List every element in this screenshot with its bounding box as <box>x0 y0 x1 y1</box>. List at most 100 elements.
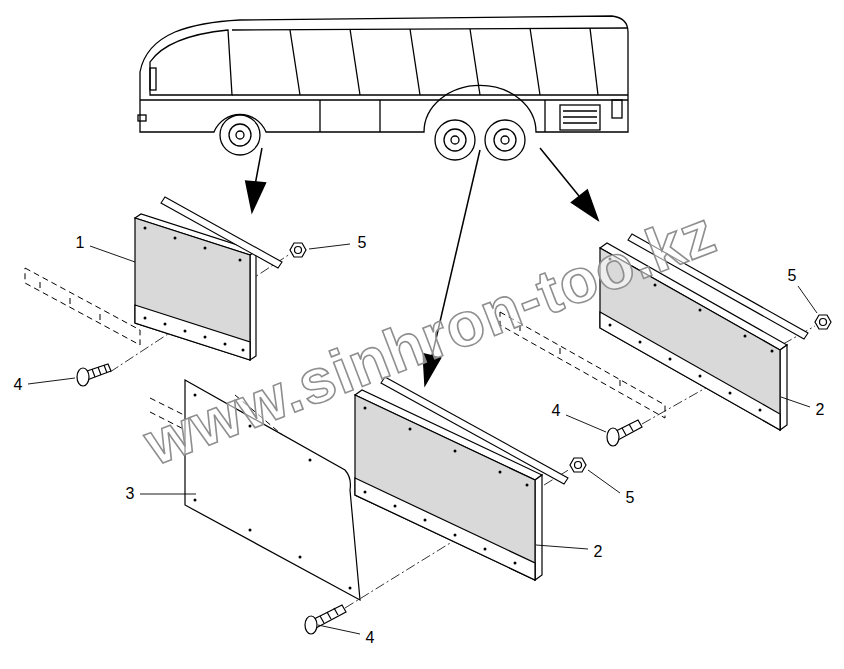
bus-outline <box>200 99 628 100</box>
bus-wheel <box>485 120 525 160</box>
mounting-hole <box>394 505 397 508</box>
bus-outline <box>350 29 360 95</box>
hex-nut <box>815 315 831 329</box>
bus-outline <box>290 30 300 95</box>
mounting-bracket <box>70 298 71 308</box>
mounting-hole <box>239 259 242 262</box>
bus-outline <box>140 99 200 100</box>
mounting-hole <box>174 237 177 240</box>
bus-outline <box>612 100 622 118</box>
mud-flap <box>355 478 535 580</box>
bus-outline <box>470 29 480 95</box>
bus-outline <box>379 100 380 132</box>
bolt <box>334 608 338 615</box>
bolt <box>77 368 89 386</box>
callout-number: 5 <box>786 267 799 285</box>
bolt <box>92 369 95 377</box>
mounting-hole <box>744 335 747 338</box>
bolt <box>607 428 619 446</box>
bus-wheel <box>451 136 459 144</box>
bus-outline <box>232 94 628 95</box>
leader-line <box>781 397 810 407</box>
leader-line <box>140 494 196 495</box>
mounting-bracket <box>25 268 140 345</box>
leader-line <box>318 625 360 634</box>
bus-outline <box>138 115 146 121</box>
mounting-hole <box>699 375 702 378</box>
mounting-hole <box>454 450 457 453</box>
mounting-hole <box>144 227 147 230</box>
mounting-hole <box>364 407 367 410</box>
callout-number: 5 <box>624 489 637 507</box>
mounting-bracket <box>40 282 41 292</box>
mud-flap <box>780 345 787 430</box>
clamp-strip <box>161 197 282 268</box>
callout-number: 2 <box>814 401 827 419</box>
mounting-hole <box>184 330 187 333</box>
mounting-bracket <box>560 348 561 358</box>
mounting-hole <box>514 562 517 565</box>
mounting-hole <box>349 587 352 590</box>
mud-flap <box>355 395 535 580</box>
mounting-hole <box>242 349 245 352</box>
mounting-hole <box>409 428 412 431</box>
bolt <box>104 365 107 373</box>
mounting-hole <box>164 323 167 326</box>
leader-line <box>309 244 350 249</box>
mounting-hole <box>424 519 427 522</box>
location-arrow <box>540 148 579 196</box>
leader-line <box>28 378 75 384</box>
hex-nut <box>570 458 586 472</box>
mounting-hole <box>194 499 197 502</box>
callout-number: 4 <box>12 376 25 394</box>
mud-flap <box>135 305 250 360</box>
bus-wheel <box>236 131 244 139</box>
mounting-hole <box>144 317 147 320</box>
location-arrow <box>572 190 599 220</box>
bus-wheel <box>501 136 509 144</box>
callout-number: 1 <box>74 234 87 252</box>
bus-outline <box>590 28 598 95</box>
bus-wheel <box>220 115 260 155</box>
mounting-hole <box>224 343 227 346</box>
mounting-hole <box>204 336 207 339</box>
callout-number: 3 <box>124 485 137 503</box>
hex-nut <box>575 462 582 469</box>
bolt <box>305 616 317 634</box>
mounting-hole <box>484 548 487 551</box>
bus-outline <box>150 68 156 90</box>
bus-outline <box>140 16 628 132</box>
hex-nut <box>295 247 302 254</box>
mud-flap <box>535 475 542 580</box>
leader-line <box>536 545 588 549</box>
callout-number: 4 <box>550 402 563 420</box>
bus-outline <box>410 29 420 95</box>
bus-wheel <box>444 129 466 151</box>
bolt <box>622 428 626 435</box>
mounting-hole <box>669 358 672 361</box>
bus-wheel <box>229 124 251 146</box>
mounting-hole <box>454 534 457 537</box>
bus-outline <box>232 28 628 30</box>
bus-outline <box>138 16 628 132</box>
bus-outline <box>530 28 540 95</box>
mounting-hole <box>771 350 774 353</box>
bus-outline <box>563 116 597 117</box>
mounting-hole <box>609 324 612 327</box>
location-arrow <box>246 181 266 212</box>
bolt <box>320 616 324 623</box>
mounting-hole <box>299 556 302 559</box>
hex-nut <box>820 319 827 326</box>
mounting-hole <box>249 529 252 532</box>
callout-number: 4 <box>364 629 377 647</box>
bus-outline <box>563 122 597 123</box>
leader-line <box>566 415 606 432</box>
hex-nut <box>290 243 306 257</box>
mounting-hole <box>499 471 502 474</box>
bus-outline <box>560 105 600 130</box>
leader-line <box>90 246 135 262</box>
bus-wheel <box>494 129 516 151</box>
leader-line <box>588 470 620 493</box>
mounting-hole <box>204 247 207 250</box>
clamp-strip <box>381 377 568 484</box>
